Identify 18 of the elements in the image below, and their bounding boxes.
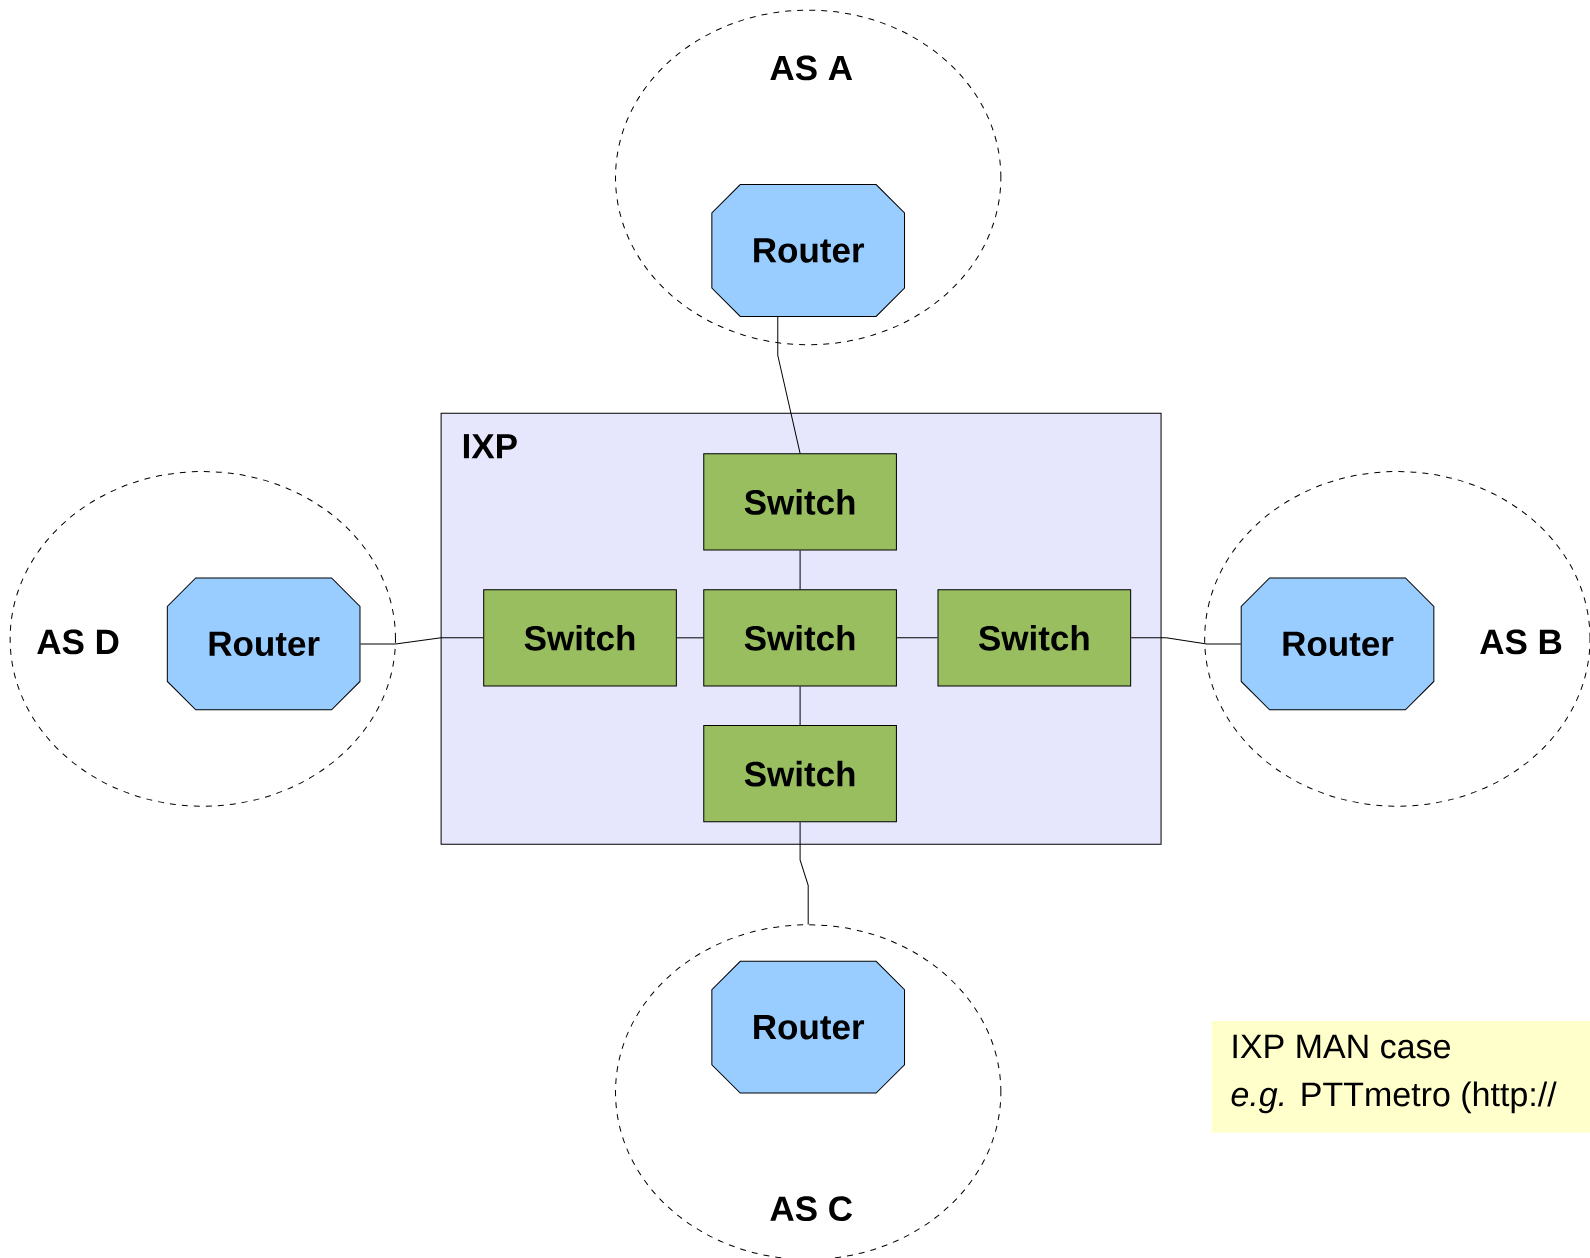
switch-box: Switch [703,589,897,687]
connection-line [896,637,938,639]
connection-line [359,637,484,645]
connection-line [799,821,809,925]
switch-box: Switch [937,589,1132,687]
router-octagon: Router [711,184,906,317]
router-octagon: Router [166,577,361,711]
switch-box: Switch [703,453,897,551]
connection-line [777,316,801,454]
router-octagon: Router [1240,577,1435,711]
switch-box: Switch [703,725,897,823]
connection-line [1130,637,1242,645]
note-box: IXP MAN case e.g. PTTmetro (http:// [1211,1021,1590,1133]
router-octagon: Router [711,960,906,1094]
connection-line [799,686,801,726]
connection-line [799,550,801,590]
switch-box: Switch [483,589,677,687]
connection-line [676,637,704,639]
